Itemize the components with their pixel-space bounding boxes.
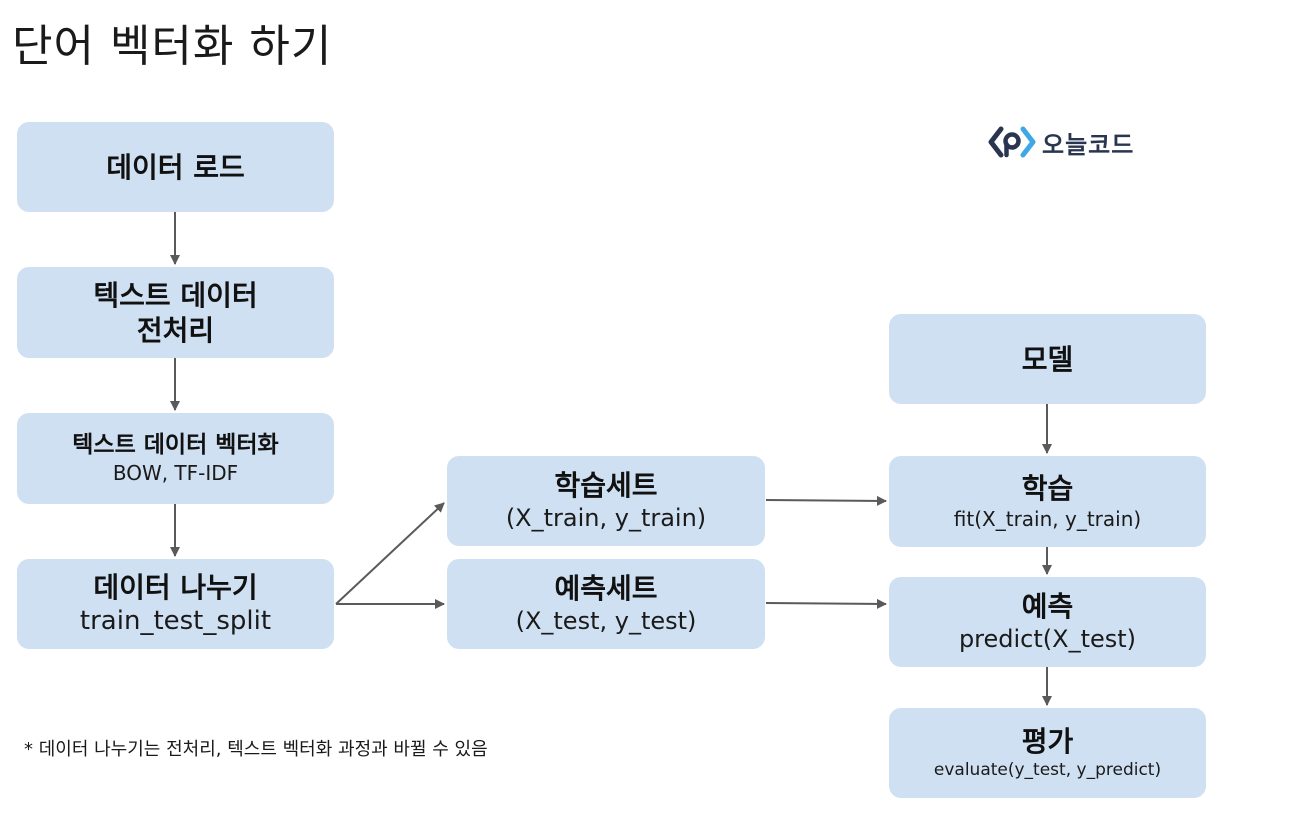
- node-train-set-sub: (X_train, y_train): [505, 503, 707, 532]
- node-model-title: 모델: [1021, 342, 1074, 376]
- node-fit-title: 학습: [1021, 472, 1074, 505]
- arrow-train-set-to-fit: [765, 495, 887, 506]
- node-vectorize: 텍스트 데이터 벡터화 BOW, TF-IDF: [17, 413, 334, 504]
- node-predict: 예측 predict(X_test): [889, 577, 1206, 667]
- node-split-title: 데이터 나누기: [93, 570, 258, 604]
- node-evaluate-sub: evaluate(y_test, y_predict): [933, 760, 1162, 781]
- logo: 오늘코드: [988, 124, 1134, 160]
- node-fit: 학습 fit(X_train, y_train): [889, 456, 1206, 547]
- arrow-test-set-to-predict: [765, 598, 887, 609]
- node-train-set: 학습세트 (X_train, y_train): [447, 456, 765, 546]
- node-model: 모델: [889, 314, 1206, 404]
- node-test-set-sub: (X_test, y_test): [515, 606, 697, 635]
- page-title: 단어 벡터화 하기: [12, 21, 333, 72]
- oneul-code-logo-icon: [988, 126, 1036, 158]
- node-load: 데이터 로드: [17, 122, 334, 212]
- node-test-set: 예측세트 (X_test, y_test): [447, 559, 765, 649]
- node-train-set-title: 학습세트: [554, 468, 658, 502]
- node-test-set-title: 예측세트: [554, 571, 658, 605]
- node-load-title: 데이터 로드: [106, 150, 245, 184]
- node-predict-sub: predict(X_test): [958, 624, 1137, 653]
- node-evaluate: 평가 evaluate(y_test, y_predict): [889, 708, 1206, 798]
- arrow-split-to-train-set: [335, 502, 445, 605]
- node-vectorize-title: 텍스트 데이터 벡터화: [72, 432, 279, 459]
- node-split: 데이터 나누기 train_test_split: [17, 559, 334, 649]
- node-preprocess-title-line1: 텍스트 데이터: [93, 278, 258, 312]
- node-split-sub: train_test_split: [79, 605, 272, 636]
- logo-text: 오늘코드: [1042, 130, 1135, 159]
- node-preprocess-title-line2: 전처리: [136, 313, 215, 347]
- node-preprocess: 텍스트 데이터 전처리: [17, 267, 334, 358]
- node-predict-title: 예측: [1021, 589, 1074, 623]
- node-fit-sub: fit(X_train, y_train): [953, 507, 1142, 531]
- node-vectorize-sub: BOW, TF-IDF: [112, 460, 239, 485]
- footnote: * 데이터 나누기는 전처리, 텍스트 벡터화 과정과 바뀔 수 있음: [24, 739, 488, 760]
- node-evaluate-title: 평가: [1021, 725, 1074, 759]
